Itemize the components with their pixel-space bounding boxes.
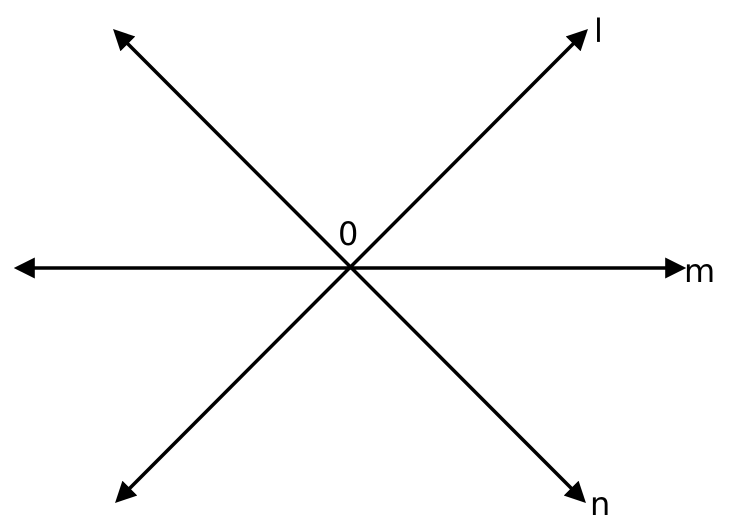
line-l-label: l xyxy=(594,12,603,50)
line-n xyxy=(113,29,586,503)
line-m-label: m xyxy=(684,252,715,290)
line-n-label: n xyxy=(590,485,610,523)
origin-label: 0 xyxy=(338,215,358,253)
